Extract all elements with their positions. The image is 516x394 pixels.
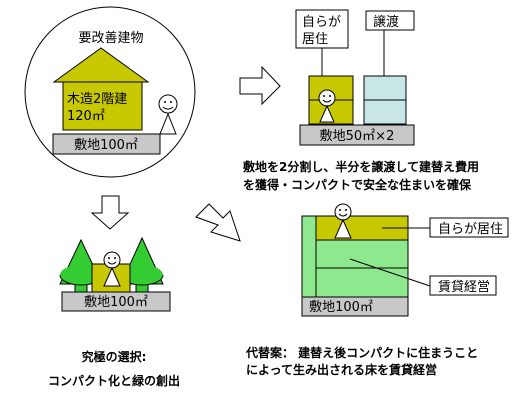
person-icon bbox=[334, 203, 352, 239]
house-label-line2: 120㎡ bbox=[67, 109, 105, 124]
compact-green-panel: 敷地100㎡ 究極の選択: コンパクト化と緑の創出 bbox=[48, 236, 180, 388]
callout-transfer-label: 譲渡 bbox=[373, 14, 399, 30]
split-site-caption-line1: 敷地を2分割し、半分を譲渡して建替え費用 bbox=[243, 159, 479, 174]
compact-site-ground bbox=[61, 291, 171, 312]
current-building-panel: 要改善建物 木造2階建 120㎡ 敷地100㎡ bbox=[24, 6, 196, 178]
current-site-ground bbox=[52, 133, 161, 155]
person-icon bbox=[318, 89, 336, 123]
diagonal-arrow-icon bbox=[195, 203, 241, 242]
current-building-title: 要改善建物 bbox=[78, 30, 143, 46]
callout-self-line1: 自らが bbox=[302, 15, 341, 30]
person-icon bbox=[103, 251, 121, 287]
split-site-caption-line2: を獲得・コンパクトで安全な住まいを確保 bbox=[243, 177, 472, 192]
callout-transfer-box bbox=[365, 10, 415, 31]
right-arrow-icon bbox=[239, 65, 281, 106]
rental-caption-line2: によって生み出される床を賃貸経営 bbox=[246, 362, 437, 377]
current-site-label: 敷地100㎡ bbox=[74, 138, 138, 153]
house-body bbox=[62, 81, 143, 131]
rental-building-panel: 自らが居住 賃貸経営 敷地100㎡ 代替案： 建替え後コンパクトに住まうこと に… bbox=[245, 203, 509, 377]
rental-site-ground bbox=[301, 296, 409, 317]
callout-self-box bbox=[295, 9, 349, 49]
house-label-line1: 木造2階建 bbox=[67, 92, 127, 107]
callout-self-line2: 居住 bbox=[302, 32, 328, 47]
compact-site-label: 敷地100㎡ bbox=[84, 295, 148, 310]
rental-caption-line1: 代替案： 建替え後コンパクトに住まうこと bbox=[245, 345, 478, 360]
rental-building-side bbox=[301, 215, 317, 298]
split-site-label: 敷地50㎡×2 bbox=[320, 129, 395, 144]
person-icon bbox=[158, 94, 178, 135]
rental-site-label: 敷地100㎡ bbox=[309, 300, 373, 315]
tree-icon bbox=[120, 236, 164, 293]
callout-self-live-label: 自らが居住 bbox=[438, 222, 503, 237]
callout-rental-label: 賃貸経営 bbox=[438, 279, 490, 295]
compact-caption-line2: コンパクト化と緑の創出 bbox=[48, 373, 180, 388]
split-site-panel: 自らが 居住 譲渡 敷地50㎡×2 敷地を2分割し、半分を譲渡して建替え費用 を… bbox=[243, 9, 479, 192]
callout-rental-leader bbox=[349, 258, 431, 287]
down-arrow-icon bbox=[90, 195, 130, 230]
compact-caption-line1: 究極の選択: bbox=[82, 349, 147, 364]
split-site-ground bbox=[299, 124, 415, 146]
